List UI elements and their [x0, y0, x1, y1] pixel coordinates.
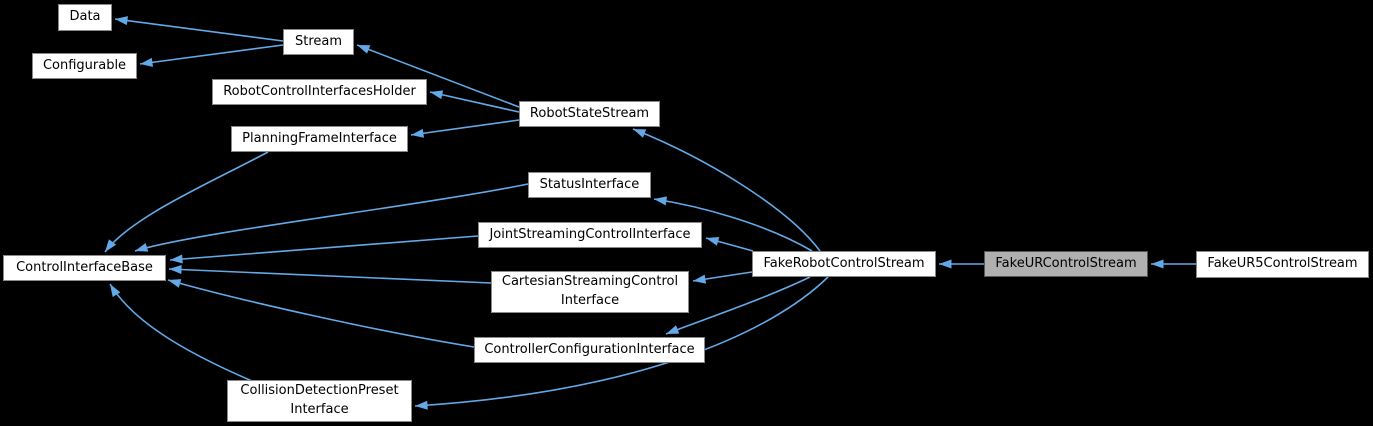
node-joint-streaming-control-interface[interactable]: JointStreamingControlInterface — [478, 222, 702, 248]
edge-stream-to-data — [114, 16, 284, 42]
edge-fakerobotcontrolstream-to-controllerconfigurationinterface — [665, 276, 811, 335]
node-data[interactable]: Data — [58, 4, 112, 31]
node-robot-state-stream[interactable]: RobotStateStream — [519, 101, 660, 127]
node-robot-control-interfaces-holder[interactable]: RobotControlInterfacesHolder — [212, 79, 427, 105]
edge-robotstatestream-to-robotcontrolinterfacesholder — [429, 90, 520, 113]
edge-stream-to-configurable — [139, 44, 284, 67]
node-cartesian-streaming-control-interface[interactable]: CartesianStreamingControl Interface — [491, 271, 689, 313]
node-planning-frame-interface[interactable]: PlanningFrameInterface — [231, 126, 408, 152]
edge-jointstreamingcontrolinterface-to-controlinterfacebase — [169, 235, 479, 264]
node-collision-detection-preset-interface[interactable]: CollisionDetectionPreset Interface — [227, 380, 412, 422]
node-fake-robot-control-stream[interactable]: FakeRobotControlStream — [752, 251, 936, 277]
edge-fakerobotcontrolstream-to-jointstreamingcontrolinterface — [705, 236, 754, 252]
node-stream[interactable]: Stream — [283, 29, 354, 55]
edge-robotstatestream-to-stream — [356, 44, 520, 108]
edge-fakerobotcontrolstream-to-cartesianstreamingcontrolinterface — [692, 271, 753, 284]
node-configurable[interactable]: Configurable — [32, 53, 137, 79]
edge-robotstatestream-to-planningframeinterface — [410, 119, 520, 138]
edge-statusinterface-to-controlinterfacebase — [134, 183, 529, 252]
edge-cartesianstreamingcontrolinterface-to-controlinterfacebase — [168, 265, 492, 284]
edge-collisiondetectionpresetinterface-to-controlinterfacebase — [109, 283, 253, 382]
edge-fakerobotcontrolstream-to-statusinterface — [653, 196, 813, 252]
edge-fakerobotcontrolstream-to-robotstatestream — [632, 128, 821, 252]
node-control-interface-base[interactable]: ControlInterfaceBase — [3, 255, 166, 281]
node-controller-configuration-interface[interactable]: ControllerConfigurationInterface — [474, 337, 705, 363]
edge-planningframeinterface-to-controlinterfacebase — [104, 151, 269, 253]
edge-controllerconfigurationinterface-to-controlinterfacebase — [167, 279, 475, 348]
node-fake-ur-control-stream: FakeURControlStream — [984, 251, 1148, 277]
node-status-interface[interactable]: StatusInterface — [528, 172, 651, 198]
node-fake-ur5-control-stream[interactable]: FakeUR5ControlStream — [1196, 251, 1369, 278]
